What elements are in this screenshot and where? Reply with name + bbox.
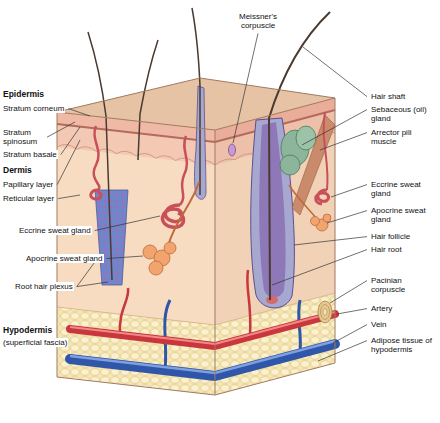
- leader-line: [302, 110, 367, 145]
- apocrine-sweat-gland: [289, 185, 318, 220]
- eccrine-sweat-gland: [324, 112, 328, 190]
- leader-line: [47, 33, 367, 361]
- part-label: Adipose tissue of hypodermis: [370, 336, 438, 354]
- pacinian-corpuscle: [318, 301, 332, 323]
- apocrine-sweat-gland: [311, 217, 320, 226]
- arrector-pili-muscle: [292, 115, 335, 215]
- apocrine-sweat-gland: [323, 214, 331, 222]
- leader-line: [327, 211, 367, 223]
- arrector-pili-muscle: [292, 115, 335, 215]
- hair: [88, 8, 330, 300]
- leader-line: [95, 216, 160, 231]
- leader-line: [61, 127, 80, 155]
- apocrine-sweat-gland: [143, 182, 331, 275]
- dermis-boundary: [57, 293, 335, 325]
- skin-block: [57, 124, 215, 325]
- pacinian-corpuscle: [321, 305, 330, 320]
- papillary-boundary: [57, 144, 215, 165]
- leader-line: [77, 282, 108, 287]
- part-label: Hair shaft: [370, 92, 406, 101]
- blood-vessels: [70, 314, 335, 346]
- part-label: Stratum spinosum: [2, 128, 44, 146]
- block-outline: [57, 78, 335, 395]
- part-label: Meissner's corpuscle: [226, 12, 290, 30]
- hair: [138, 40, 158, 160]
- apocrine-sweat-gland: [164, 242, 176, 254]
- part-label: Reticular layer: [2, 194, 55, 203]
- leader-line: [331, 185, 367, 197]
- part-label: Sebaceous (oil) gland: [370, 105, 436, 123]
- leader-line: [320, 133, 367, 150]
- leader-line: [294, 237, 367, 245]
- leader-line: [272, 250, 367, 285]
- leader-line: [333, 325, 367, 343]
- hair: [88, 32, 112, 280]
- part-label: Root hair plexus: [14, 282, 74, 291]
- layer-heading: Epidermis: [2, 90, 45, 100]
- pacinian-corpuscle: [323, 309, 327, 316]
- hair-follicle: [266, 296, 278, 304]
- apocrine-sweat-gland: [168, 182, 199, 246]
- layer-heading: Dermis: [2, 166, 33, 176]
- meissner-corpuscle: [229, 144, 236, 156]
- block-outline: [57, 78, 335, 395]
- leader-line: [233, 33, 258, 143]
- skin-block: [57, 307, 215, 395]
- part-label: Apocrine sweat gland: [25, 254, 104, 263]
- part-label: Stratum basale: [2, 150, 58, 159]
- block-outline: [57, 98, 335, 395]
- blood-vessels: [70, 312, 335, 344]
- part-label: Eccrine sweat gland: [370, 180, 436, 198]
- skin-block: [57, 124, 215, 165]
- leader-line: [68, 109, 90, 116]
- eccrine-sweat-gland: [316, 190, 329, 204]
- blood-vessels: [247, 270, 250, 336]
- part-label: Papillary layer: [2, 180, 54, 189]
- leader-line: [57, 140, 80, 185]
- part-label: Vein: [370, 320, 388, 329]
- leader-line: [337, 309, 367, 314]
- leader-line: [47, 122, 75, 137]
- meissner-corpuscle: [229, 144, 236, 156]
- apocrine-sweat-gland: [149, 261, 163, 275]
- leader-line: [303, 47, 367, 97]
- part-label: Stratum corneum: [2, 104, 65, 113]
- part-label: Apocrine sweat gland: [370, 206, 436, 224]
- leader-line: [58, 195, 80, 199]
- eccrine-sweat-gland: [91, 190, 101, 199]
- leader-line: [318, 341, 367, 361]
- part-label: Pacinian corpuscle: [370, 276, 432, 294]
- leader-line: [107, 256, 144, 259]
- part-label: Hair follicle: [370, 232, 411, 241]
- hair-follicle: [195, 86, 295, 308]
- blood-vessels: [165, 300, 170, 370]
- part-label: Arrector pili muscle: [370, 128, 432, 146]
- leader-line: [330, 281, 367, 303]
- blood-vessels: [70, 270, 335, 376]
- blood-vessels: [120, 288, 128, 335]
- part-label: Eccrine sweat gland: [18, 226, 92, 235]
- eccrine-sweat-gland: [94, 126, 100, 190]
- sebaceous-gland: [280, 155, 300, 175]
- dermis-boundary: [57, 293, 335, 325]
- eccrine-sweat-gland: [180, 136, 187, 205]
- blood-vessels: [70, 341, 335, 373]
- part-label: (superficial fascia): [2, 338, 68, 347]
- hair: [192, 8, 200, 195]
- skin-block: [57, 78, 335, 395]
- pacinian-corpuscle: [318, 301, 332, 323]
- part-label: Artery: [370, 304, 393, 313]
- part-label: Hair root: [370, 245, 403, 254]
- layer-heading: Hypodermis: [2, 326, 53, 336]
- sebaceous-gland: [296, 126, 316, 150]
